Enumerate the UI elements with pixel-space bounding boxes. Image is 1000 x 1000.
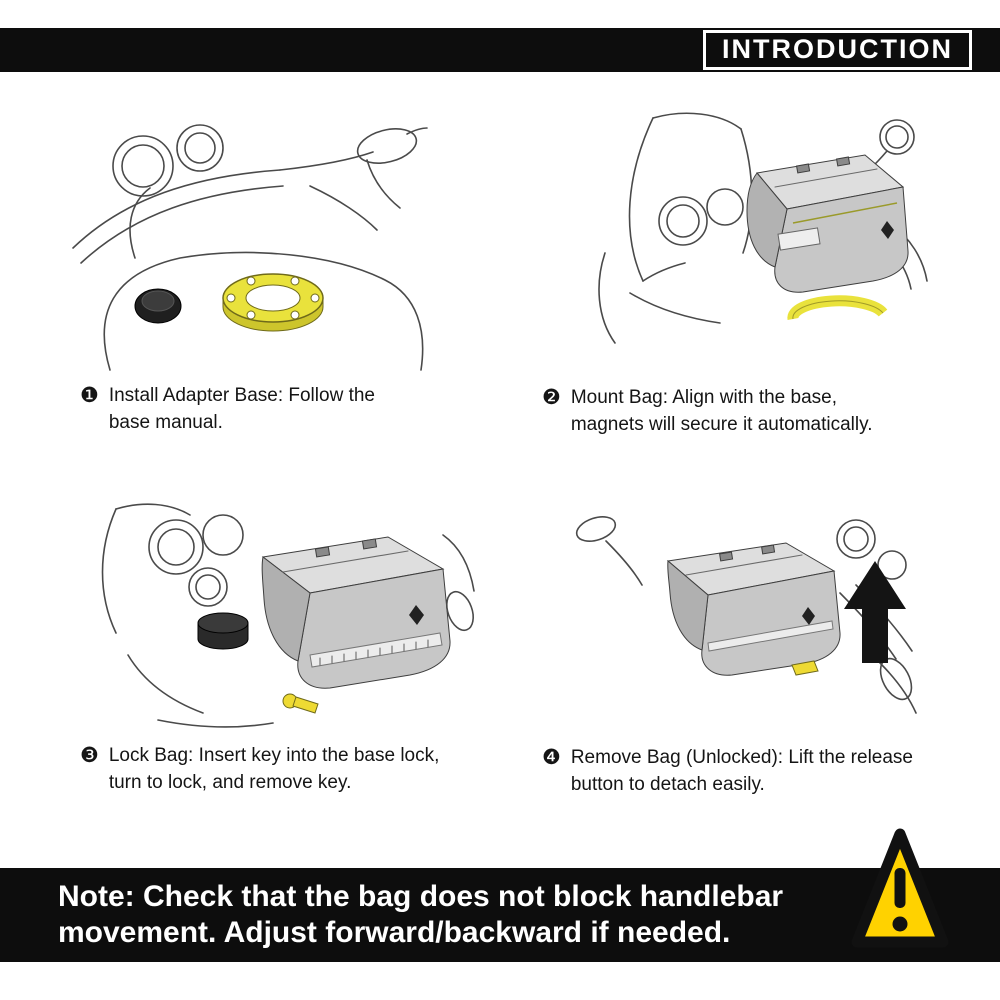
- step4-number: ❹: [542, 746, 561, 769]
- motorcycle-adapter-base-drawing: [72, 124, 428, 371]
- note-text: Note: Check that the bag does not block …: [58, 880, 784, 949]
- step4-illustration: [540, 503, 940, 738]
- tank-bag-lock-drawing: [101, 503, 475, 728]
- step1-caption: ❶ Install Adapter Base: Follow the base …: [80, 383, 404, 436]
- step1-text: Install Adapter Base: Follow the base ma…: [108, 385, 375, 433]
- header-banner: INTRODUCTION: [0, 28, 1000, 72]
- step2-text: Mount Bag: Align with the base, magnets …: [570, 387, 873, 435]
- step4-text: Remove Bag (Unlocked): Lift the release …: [570, 747, 913, 795]
- step2-illustration: [535, 103, 935, 368]
- step2-number: ❷: [542, 386, 561, 409]
- step1-illustration: [55, 108, 445, 373]
- tank-bag-mounting-drawing: [598, 112, 928, 344]
- step2-caption: ❷ Mount Bag: Align with the base, magnet…: [542, 385, 901, 438]
- step1-number: ❶: [80, 384, 99, 407]
- step3-text: Lock Bag: Insert key into the base lock,…: [108, 745, 440, 793]
- step3-caption: ❸ Lock Bag: Insert key into the base loc…: [80, 743, 464, 796]
- step3-number: ❸: [80, 744, 99, 767]
- lift-arrow-icon: [844, 561, 906, 663]
- step4-caption: ❹ Remove Bag (Unlocked): Lift the releas…: [542, 745, 921, 798]
- step3-illustration: [58, 495, 478, 735]
- tank-bag-remove-drawing: [575, 516, 917, 714]
- page-title-text: INTRODUCTION: [722, 34, 953, 65]
- warning-triangle-icon: [850, 818, 950, 960]
- page-title: INTRODUCTION: [703, 30, 972, 70]
- note-banner: Note: Check that the bag does not block …: [0, 868, 1000, 962]
